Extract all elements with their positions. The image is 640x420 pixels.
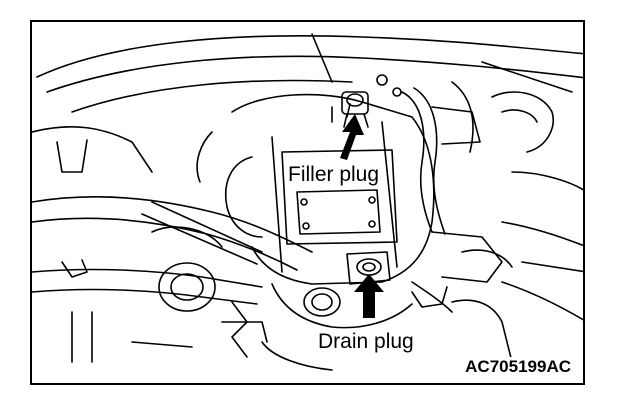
drain-arrow-icon (354, 274, 384, 318)
filler-arrow-icon (340, 114, 364, 160)
figure-code: AC705199AC (463, 357, 573, 377)
left-bushing (151, 226, 223, 312)
lower-cover (231, 281, 453, 358)
differential-housing (196, 93, 435, 285)
right-brackets (401, 81, 583, 363)
body-panel-lines (36, 33, 583, 113)
differential-line-drawing (32, 33, 583, 371)
left-suspension-arm (32, 126, 313, 363)
illustration-frame: Filler plug Drain plug AC705199AC (30, 20, 585, 385)
drain-plug-label: Drain plug (315, 330, 417, 354)
lower-frame (131, 321, 333, 371)
filler-plug-label: Filler plug (285, 163, 383, 187)
